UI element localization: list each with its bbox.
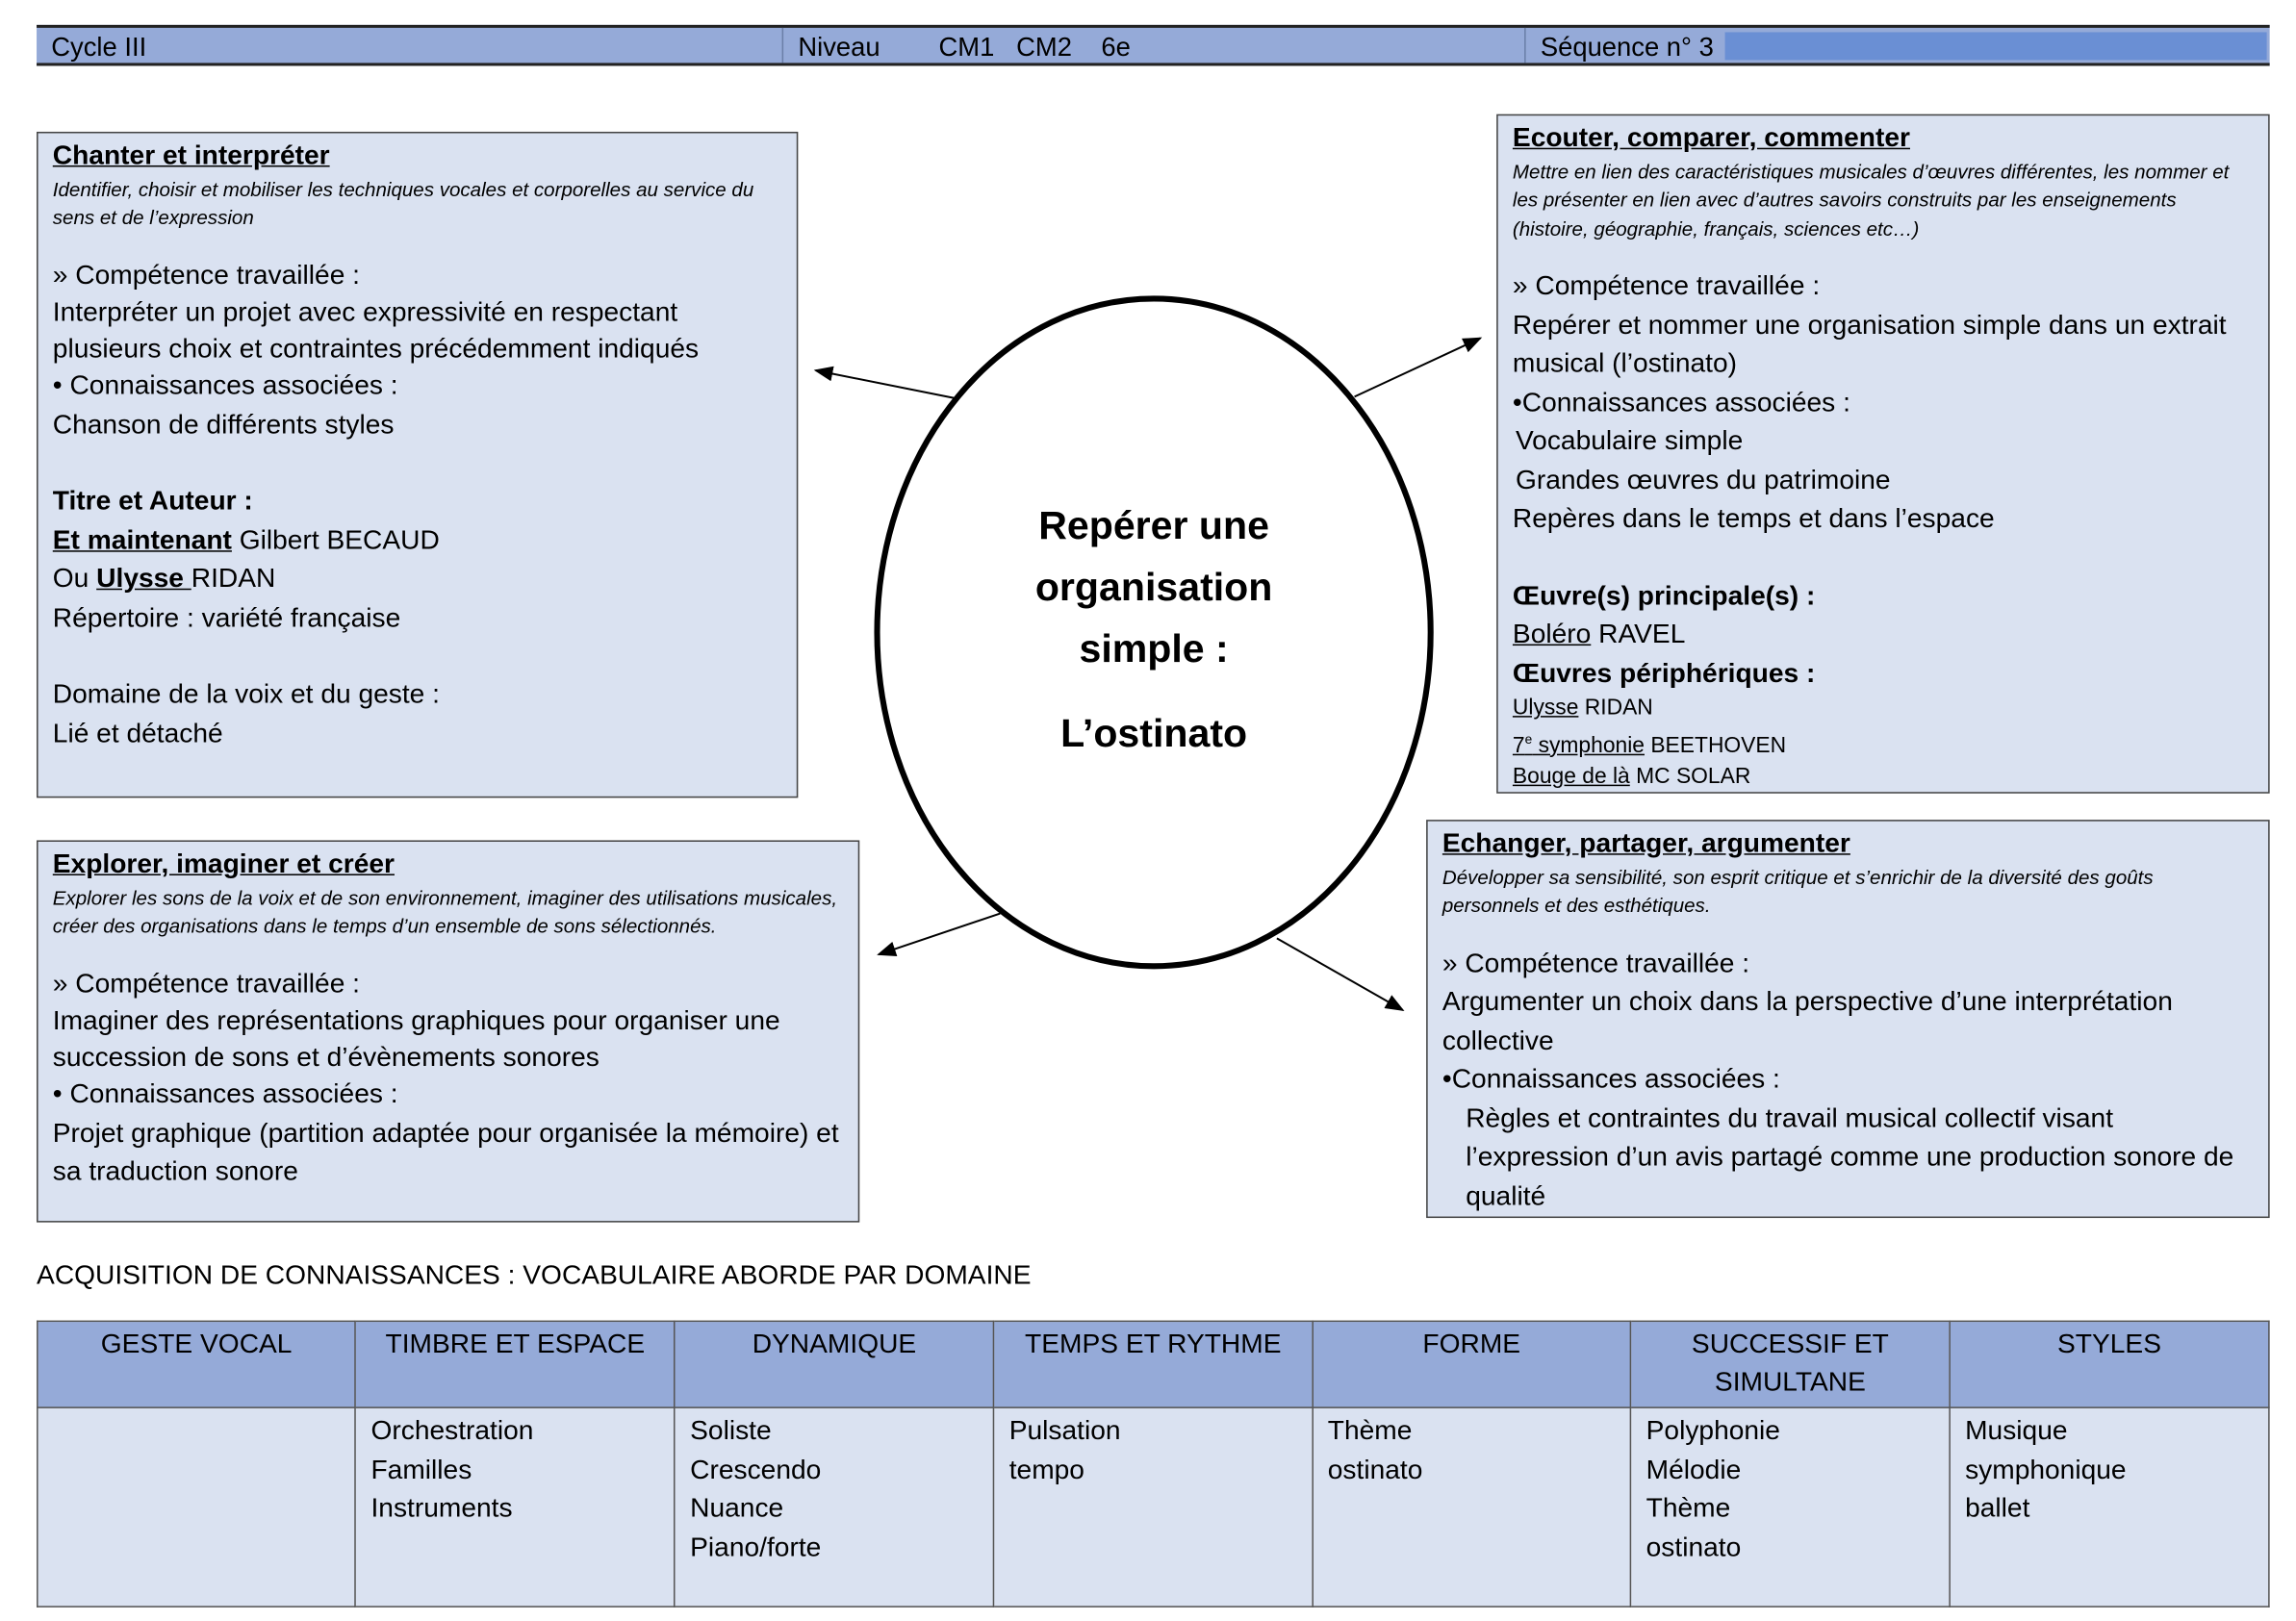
cell-term: Musique bbox=[1965, 1413, 2068, 1445]
sequence-cell: Séquence n° 3 bbox=[1524, 27, 1724, 63]
box-chanter: Chanter et interpréter Identifier, chois… bbox=[37, 131, 799, 798]
column-header: GESTE VOCAL bbox=[37, 1320, 357, 1408]
cell-term: symphonique bbox=[1965, 1453, 2127, 1484]
periph-work: Bouge de là MC SOLAR bbox=[1512, 764, 1751, 790]
cell-term: Familles bbox=[370, 1453, 472, 1484]
sequence-fill bbox=[1724, 32, 2267, 61]
box-title: Echanger, partager, argumenter bbox=[1441, 826, 1850, 858]
cell-term: Mélodie bbox=[1645, 1453, 1742, 1484]
box-desc: Mettre en lien des caractéristiques musi… bbox=[1512, 160, 2230, 241]
domaine-text: Lié et détaché bbox=[52, 717, 223, 748]
cell-term: Thème bbox=[1327, 1413, 1413, 1445]
domaine-label: Domaine de la voix et du geste : bbox=[52, 677, 440, 709]
box-desc: Développer sa sensibilité, son esprit cr… bbox=[1441, 866, 2154, 917]
table-cell: Pulsation tempo bbox=[992, 1406, 1314, 1608]
box-ecouter: Ecouter, comparer, commenter Mettre en l… bbox=[1496, 114, 2270, 794]
comp-label: » Compétence travaillée : bbox=[52, 258, 361, 290]
periph-work: Ulysse RIDAN bbox=[1512, 696, 1653, 722]
box-title: Chanter et interpréter bbox=[52, 139, 330, 170]
column-header: STYLES bbox=[1949, 1320, 2270, 1408]
conn-text: Règles et contraintes du travail musical… bbox=[1466, 1102, 2234, 1210]
cell-term: tempo bbox=[1008, 1453, 1084, 1484]
cell-term: Piano/forte bbox=[690, 1531, 822, 1562]
center-ellipse bbox=[874, 295, 1434, 970]
cell-term: Instruments bbox=[370, 1492, 513, 1524]
titre-label: Titre et Auteur : bbox=[52, 484, 253, 516]
cell-term: Pulsation bbox=[1008, 1413, 1121, 1445]
column-header: SUCCESSIF ET SIMULTANE bbox=[1629, 1320, 1951, 1408]
table-cell: Thème ostinato bbox=[1312, 1406, 1632, 1608]
header-bar: Cycle III Niveau CM1 CM2 6e Séquence n° … bbox=[37, 24, 2270, 66]
cell-term: ostinato bbox=[1645, 1531, 1742, 1562]
comp-label: » Compétence travaillée : bbox=[52, 967, 361, 999]
main-label: Œuvre(s) principale(s) : bbox=[1512, 579, 1816, 611]
conn-label: • Connaissances associées : bbox=[52, 368, 398, 400]
column-header: FORME bbox=[1312, 1320, 1632, 1408]
comp-label: » Compétence travaillée : bbox=[1512, 269, 1821, 301]
conn-text: Projet graphique (partition adaptée pour… bbox=[52, 1116, 839, 1186]
conn-label: •Connaissances associées : bbox=[1512, 386, 1850, 418]
niveau-cell: Niveau CM1 CM2 6e bbox=[781, 27, 1525, 63]
comp-text: Imaginer des représentations graphiques … bbox=[52, 1004, 780, 1072]
arrow-echanger bbox=[1276, 937, 1405, 1011]
box-title: Ecouter, comparer, commenter bbox=[1512, 121, 1910, 153]
conn-label: •Connaissances associées : bbox=[1441, 1063, 1780, 1094]
periph-label: Œuvres périphériques : bbox=[1512, 656, 1816, 688]
box-explorer: Explorer, imaginer et créer Explorer les… bbox=[37, 840, 860, 1223]
work-2: Ou Ulysse RIDAN bbox=[52, 562, 276, 594]
conn-text: Chanson de différents styles bbox=[52, 408, 395, 440]
cell-term: Polyphonie bbox=[1645, 1413, 1780, 1445]
cell-term: Orchestration bbox=[370, 1413, 534, 1445]
cell-term: ostinato bbox=[1327, 1453, 1423, 1484]
repertoire: Répertoire : variété française bbox=[52, 600, 401, 632]
work-1: Et maintenant Gilbert BECAUD bbox=[52, 523, 440, 555]
conn-item: Repères dans le temps et dans l’espace bbox=[1512, 502, 1995, 534]
column-header: DYNAMIQUE bbox=[674, 1320, 995, 1408]
main-work: Boléro RAVEL bbox=[1512, 618, 1686, 649]
cell-term: Soliste bbox=[690, 1413, 772, 1445]
column-header: TEMPS ET RYTHME bbox=[992, 1320, 1314, 1408]
section-title: ACQUISITION DE CONNAISSANCES : VOCABULAI… bbox=[37, 1258, 1032, 1290]
arrow-chanter bbox=[813, 366, 956, 399]
comp-label: » Compétence travaillée : bbox=[1441, 947, 1750, 978]
cell-term: Crescendo bbox=[690, 1453, 822, 1484]
conn-label: • Connaissances associées : bbox=[52, 1077, 398, 1109]
comp-text: Argumenter un choix dans la perspective … bbox=[1441, 985, 2173, 1055]
cell-term: Nuance bbox=[690, 1492, 784, 1524]
conn-item: Grandes œuvres du patrimoine bbox=[1515, 464, 1891, 495]
box-desc: Explorer les sons de la voix et de son e… bbox=[52, 886, 838, 938]
cell-term: Thème bbox=[1645, 1492, 1731, 1524]
conn-item: Vocabulaire simple bbox=[1515, 424, 1744, 456]
comp-text: Interpréter un projet avec expressivité … bbox=[52, 295, 700, 363]
column-header: TIMBRE ET ESPACE bbox=[354, 1320, 676, 1408]
box-desc: Identifier, choisir et mobiliser les tec… bbox=[52, 177, 754, 229]
comp-text: Repérer et nommer une organisation simpl… bbox=[1512, 308, 2227, 379]
cycle-cell: Cycle III bbox=[51, 32, 147, 62]
table-cell bbox=[37, 1406, 357, 1608]
table-cell: Musique symphonique ballet bbox=[1949, 1406, 2270, 1608]
cell-term: ballet bbox=[1965, 1492, 2030, 1524]
arrow-ecouter bbox=[1354, 337, 1483, 398]
periph-work: 7e symphonie BEETHOVEN bbox=[1512, 731, 1787, 758]
box-echanger: Echanger, partager, argumenter Développe… bbox=[1426, 820, 2270, 1219]
center-title: Repérer une organisation simple : L’osti… bbox=[1034, 503, 1273, 756]
box-title: Explorer, imaginer et créer bbox=[52, 848, 395, 879]
arrow-explorer bbox=[877, 912, 1001, 956]
